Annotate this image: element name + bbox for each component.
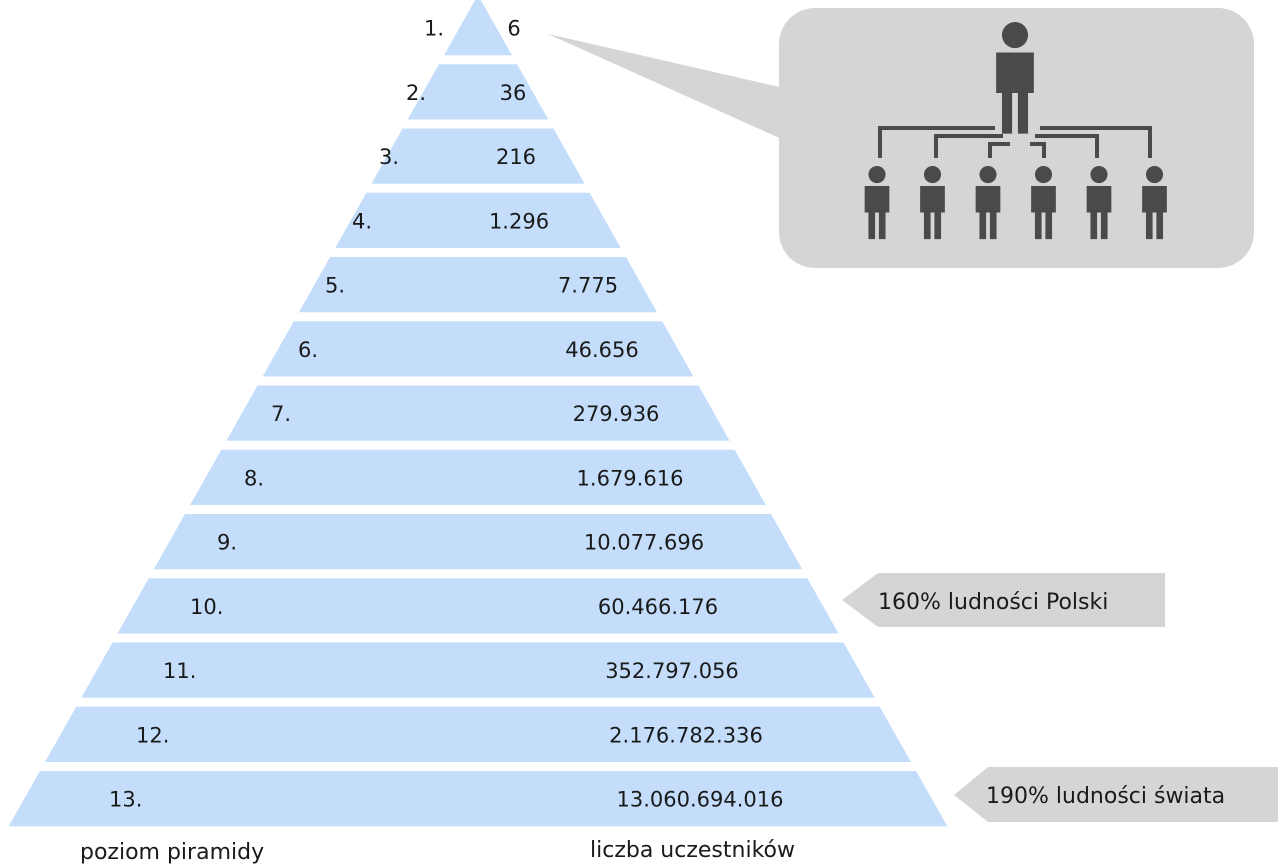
annotation-poland: 160% ludności Polski [842, 573, 1165, 627]
pyramid-tier [81, 642, 875, 698]
tier-level-label: 1. [424, 17, 444, 41]
pyramid-tier [298, 257, 658, 313]
pyramid-tier [117, 578, 839, 634]
tier-level-label: 10. [190, 595, 223, 619]
tier-participants-value: 36 [500, 81, 527, 105]
axis-label-participants: liczba uczestników [590, 838, 795, 863]
person-icon [1142, 166, 1167, 240]
tier-level-label: 2. [406, 81, 426, 105]
pyramid-tier [8, 771, 948, 827]
pyramid-tier [371, 128, 585, 184]
tier-level-label: 4. [352, 209, 372, 233]
tier-level-label: 11. [163, 659, 196, 683]
annotation-poland-text: 160% ludności Polski [878, 590, 1108, 615]
person-icon [1086, 166, 1112, 240]
tier-participants-value: 216 [496, 145, 536, 169]
tier-participants-value: 279.936 [573, 402, 660, 426]
tier-level-label: 7. [271, 402, 291, 426]
person-icon [996, 22, 1034, 134]
tier-participants-value: 352.797.056 [605, 659, 739, 683]
tier-participants-value: 46.656 [565, 338, 638, 362]
tier-participants-value: 1.679.616 [577, 466, 684, 490]
pyramid-tier [444, 0, 512, 56]
recruits [864, 166, 1167, 240]
recruiter-person-icon [996, 22, 1034, 134]
tier-level-label: 8. [244, 466, 264, 490]
tier-level-label: 6. [298, 338, 318, 362]
person-icon [1031, 166, 1056, 240]
recruit-callout [548, 8, 1254, 268]
tier-level-label: 12. [136, 723, 169, 747]
tier-level-label: 13. [109, 788, 142, 812]
annotation-poland-arrow [842, 573, 1165, 627]
pyramid-tier [153, 514, 803, 570]
pyramid-tier [226, 385, 730, 441]
person-icon [864, 166, 890, 240]
tier-participants-value: 10.077.696 [584, 531, 704, 555]
pyramid-tier [190, 449, 766, 505]
pyramid-tier [262, 321, 694, 377]
annotation-world-text: 190% ludności świata [986, 784, 1225, 809]
tier-level-label: 5. [325, 274, 345, 298]
tier-participants-value: 2.176.782.336 [609, 723, 763, 747]
recruit-tree-lines [878, 126, 1152, 158]
annotation-world: 190% ludności świata [954, 767, 1278, 822]
annotation-world-arrow [954, 767, 1278, 822]
pyramid-tier [45, 706, 911, 762]
tier-participants-value: 6 [507, 17, 520, 41]
pyramid-tier [335, 192, 621, 248]
tier-participants-value: 7.775 [558, 274, 618, 298]
pyramid-tier [407, 64, 549, 120]
person-icon [975, 166, 1001, 240]
pyramid-tiers: 1. 6 2. 36 3. 216 4. 1.296 5. 7.775 6. 46.656 7. 279.… [8, 0, 948, 827]
tier-participants-value: 1.296 [489, 209, 549, 233]
callout-pointer [548, 34, 784, 140]
tier-participants-value: 13.060.694.016 [617, 788, 784, 812]
callout-bubble [779, 8, 1254, 268]
axis-label-level: poziom piramidy [80, 840, 264, 865]
person-icon [920, 166, 945, 240]
tier-participants-value: 60.466.176 [598, 595, 718, 619]
tier-level-label: 9. [217, 531, 237, 555]
tier-level-label: 3. [379, 145, 399, 169]
